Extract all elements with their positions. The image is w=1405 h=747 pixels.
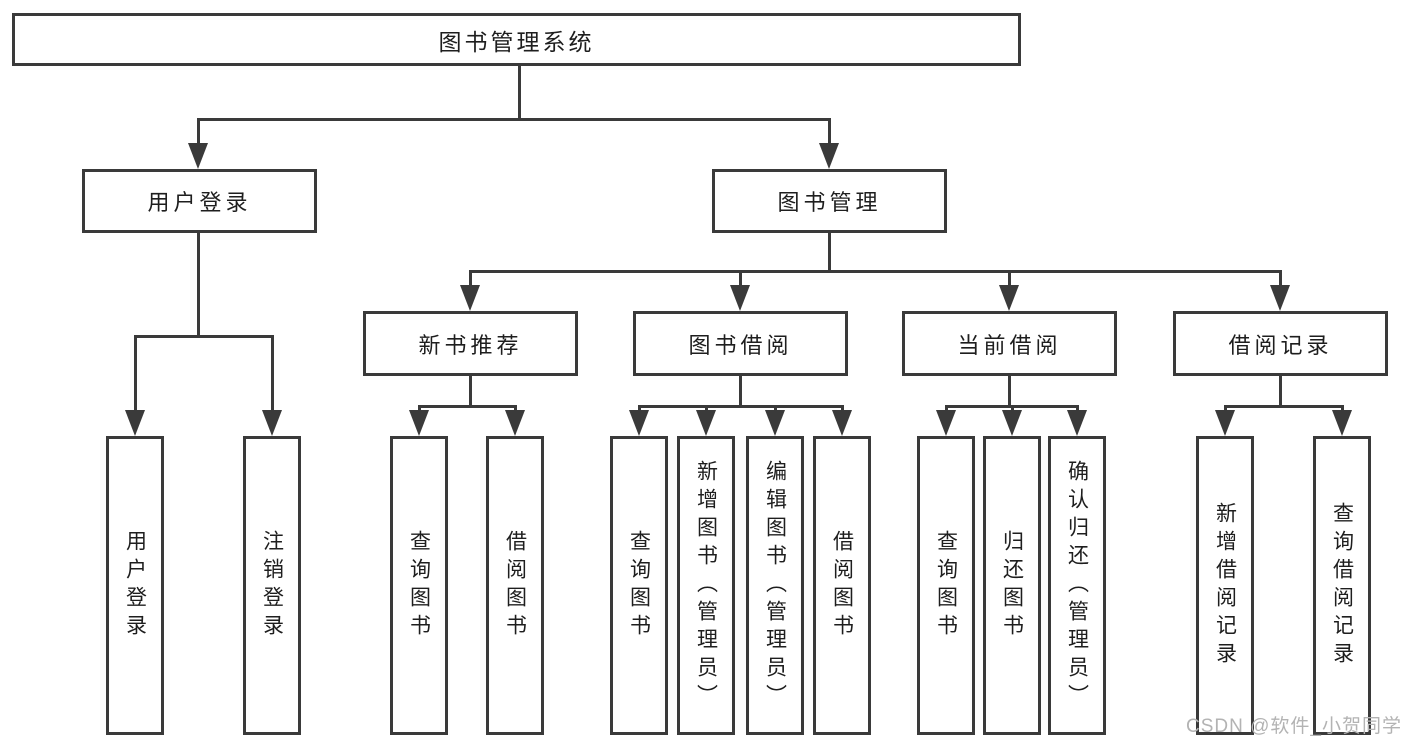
arrowhead-icon xyxy=(125,410,145,436)
arrowhead-icon xyxy=(1332,410,1352,436)
node-label: 新书推荐 xyxy=(418,332,523,358)
arrowhead-icon xyxy=(409,410,429,436)
leaf-label: 新增图书（管理员） xyxy=(694,459,718,712)
node-new-book-recommendation: 新书推荐 xyxy=(363,311,578,376)
leaf-label: 借阅图书 xyxy=(503,529,527,642)
node-borrowing-records: 借阅记录 xyxy=(1173,311,1388,376)
leaf-query-books: 查询图书 xyxy=(610,436,668,735)
node-book-borrowing: 图书借阅 xyxy=(633,311,848,376)
connector-stem xyxy=(134,335,137,415)
leaf-user-login: 用户登录 xyxy=(106,436,164,735)
leaf-return-books: 归还图书 xyxy=(983,436,1041,735)
connector-root-rail xyxy=(197,118,831,121)
connector-stem xyxy=(271,335,274,415)
connector-book-borrow-stub xyxy=(739,376,742,408)
leaf-label: 查询借阅记录 xyxy=(1330,501,1354,670)
connector-user-login-stub xyxy=(197,233,200,338)
arrowhead-icon xyxy=(1270,285,1290,311)
node-label: 借阅记录 xyxy=(1228,332,1333,358)
connector-book-mgmt-stub xyxy=(828,233,831,273)
connector-stem xyxy=(1279,270,1282,290)
arrowhead-icon xyxy=(936,410,956,436)
connector-new-book-rail xyxy=(418,405,517,408)
leaf-label: 新增借阅记录 xyxy=(1213,501,1237,670)
leaf-add-books-admin: 新增图书（管理员） xyxy=(677,436,735,735)
arrowhead-icon xyxy=(1002,410,1022,436)
node-label: 图书管理系统 xyxy=(438,28,595,55)
leaf-label: 归还图书 xyxy=(1000,529,1024,642)
arrowhead-icon xyxy=(460,285,480,311)
node-user-login: 用户登录 xyxy=(82,169,317,233)
leaf-logout: 注销登录 xyxy=(243,436,301,735)
leaf-edit-books-admin: 编辑图书（管理员） xyxy=(746,436,804,735)
arrowhead-icon xyxy=(832,410,852,436)
arrowhead-icon xyxy=(696,410,716,436)
node-library-management-system: 图书管理系统 xyxy=(12,13,1021,66)
leaf-label: 用户登录 xyxy=(123,529,147,642)
arrowhead-icon xyxy=(765,410,785,436)
connector-borrow-record-stub xyxy=(1279,376,1282,408)
leaf-label: 查询图书 xyxy=(934,529,958,642)
arrowhead-icon xyxy=(629,410,649,436)
arrowhead-icon xyxy=(999,285,1019,311)
leaf-label: 确认归还（管理员） xyxy=(1065,459,1089,712)
arrowhead-icon xyxy=(819,143,839,169)
connector-stem xyxy=(469,270,472,290)
arrowhead-icon xyxy=(188,143,208,169)
connector-stem xyxy=(739,270,742,290)
connector-stem xyxy=(828,118,831,148)
connector-new-book-stub xyxy=(469,376,472,408)
connector-book-mgmt-rail xyxy=(469,270,1282,273)
node-label: 图书借阅 xyxy=(688,332,793,358)
arrowhead-icon xyxy=(1215,410,1235,436)
node-label: 图书管理 xyxy=(777,190,882,215)
connector-stem xyxy=(197,118,200,148)
node-label: 当前借阅 xyxy=(957,332,1062,358)
leaf-label: 借阅图书 xyxy=(830,529,854,642)
leaf-confirm-return-admin: 确认归还（管理员） xyxy=(1048,436,1106,735)
node-book-management: 图书管理 xyxy=(712,169,947,233)
leaf-label: 编辑图书（管理员） xyxy=(763,459,787,712)
connector-user-login-rail xyxy=(134,335,274,338)
csdn-watermark: CSDN @软件_小贺同学 xyxy=(1186,716,1402,737)
node-label: 用户登录 xyxy=(147,190,252,215)
arrowhead-icon xyxy=(505,410,525,436)
leaf-label: 注销登录 xyxy=(260,529,284,642)
leaf-borrow-books: 借阅图书 xyxy=(486,436,544,735)
connector-book-borrow-rail xyxy=(638,405,844,408)
connector-root-stub xyxy=(518,66,521,121)
arrowhead-icon xyxy=(730,285,750,311)
leaf-borrow-books: 借阅图书 xyxy=(813,436,871,735)
leaf-add-borrow-record: 新增借阅记录 xyxy=(1196,436,1254,735)
leaf-query-books: 查询图书 xyxy=(390,436,448,735)
node-current-borrowing: 当前借阅 xyxy=(902,311,1117,376)
connector-stem xyxy=(1008,270,1011,290)
arrowhead-icon xyxy=(262,410,282,436)
leaf-label: 查询图书 xyxy=(407,529,431,642)
leaf-query-books: 查询图书 xyxy=(917,436,975,735)
connector-borrow-record-rail xyxy=(1224,405,1344,408)
leaf-query-borrow-record: 查询借阅记录 xyxy=(1313,436,1371,735)
arrowhead-icon xyxy=(1067,410,1087,436)
leaf-label: 查询图书 xyxy=(627,529,651,642)
connector-current-borrow-stub xyxy=(1008,376,1011,408)
